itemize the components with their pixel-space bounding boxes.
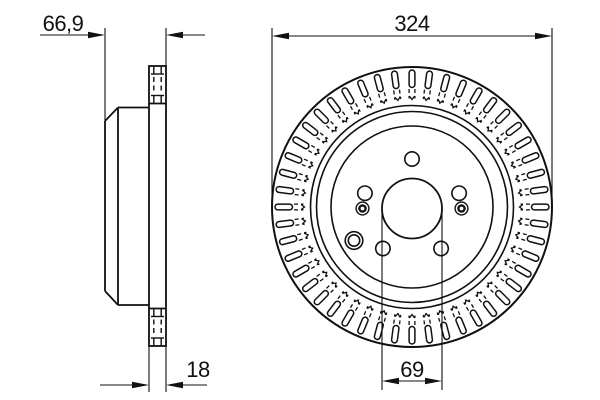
threaded-hole-left	[355, 201, 370, 216]
vent-slot	[326, 96, 349, 124]
vent-slot	[504, 258, 532, 278]
bolt-hole	[403, 151, 420, 168]
vent-slot	[495, 121, 523, 144]
dimension-overall-width	[40, 28, 205, 121]
overall-width-label: 66,9	[43, 11, 84, 36]
vent-slot	[422, 70, 434, 102]
vent-slot	[450, 305, 467, 335]
vent-slot	[422, 312, 434, 344]
arrowhead-left-icon	[272, 32, 289, 40]
vent-slot	[292, 258, 320, 278]
vent-slot	[390, 312, 402, 344]
vent-slot	[510, 152, 540, 169]
hat-outline	[104, 106, 149, 306]
friction-face-inner-circle	[315, 110, 509, 304]
vent-slot-ring	[274, 69, 550, 345]
arrowhead-right-icon	[535, 32, 552, 40]
arrowhead-left-icon	[382, 377, 399, 385]
vent-slot	[486, 108, 511, 133]
arrowhead-right-icon	[425, 377, 442, 385]
vent-slot	[475, 96, 498, 124]
vent-slot	[284, 245, 314, 262]
vent-slot	[408, 313, 416, 345]
outer-diameter-circle	[271, 66, 553, 348]
hat-face-circle	[330, 125, 494, 289]
vent-slot	[390, 70, 402, 102]
vent-slot	[463, 87, 483, 115]
center-bore-label: 69	[400, 357, 424, 382]
dimension-center-bore	[381, 210, 443, 390]
dimension-outer-diameter	[271, 28, 553, 207]
bolt-hole	[451, 185, 468, 202]
vent-slot	[357, 305, 374, 335]
vent-slot	[373, 309, 388, 341]
vent-slot	[341, 299, 361, 327]
bolt-hole	[374, 240, 391, 257]
vent-slot	[275, 217, 307, 229]
center-bore-circle	[381, 177, 443, 240]
vent-slot	[510, 245, 540, 262]
vent-slot	[514, 168, 546, 183]
vent-slot	[450, 79, 467, 109]
vent-slot	[301, 121, 329, 144]
vent-slot	[517, 217, 549, 229]
arrowhead-right-icon	[88, 31, 105, 39]
vent-slot	[514, 231, 546, 246]
outer-diameter-label: 324	[394, 11, 429, 36]
vent-slot	[292, 136, 320, 156]
disc-thickness-label: 18	[186, 357, 210, 382]
bolt-hole	[433, 240, 450, 257]
arrowhead-left-icon	[166, 381, 183, 389]
side-profile-view	[40, 28, 207, 392]
vent-slot	[341, 87, 361, 115]
bolt-hole	[356, 185, 373, 202]
vent-slot	[274, 203, 306, 211]
bolt-hole-circle	[356, 151, 468, 257]
vent-slot	[486, 281, 511, 306]
front-view	[271, 28, 553, 390]
vent-box-top	[151, 66, 164, 104]
vent-slot	[357, 79, 374, 109]
vent-slot	[518, 203, 550, 211]
vent-slot	[278, 168, 310, 183]
vent-slot	[313, 281, 338, 306]
friction-ring-outline	[148, 65, 167, 347]
arrowhead-right-icon	[132, 381, 149, 389]
vent-slot	[475, 290, 498, 318]
vent-band-inner-circle	[309, 104, 515, 310]
vent-slot	[517, 185, 549, 197]
arrowhead-left-icon	[166, 31, 183, 39]
threaded-hole-right	[454, 201, 469, 216]
vent-slot	[275, 185, 307, 197]
vent-slot	[373, 73, 388, 105]
vent-slot	[436, 309, 451, 341]
vent-slot	[326, 290, 349, 318]
vent-slot	[436, 73, 451, 105]
vent-slot	[504, 136, 532, 156]
vent-slot	[301, 270, 329, 293]
vent-slot	[278, 231, 310, 246]
vent-box-bottom	[151, 308, 164, 346]
service-hole	[344, 230, 364, 251]
vent-slot	[313, 108, 338, 133]
vent-slot	[284, 152, 314, 169]
vent-slot	[495, 270, 523, 293]
vent-slot	[463, 299, 483, 327]
dimension-disc-thickness	[100, 346, 207, 392]
vent-slot	[408, 69, 416, 101]
